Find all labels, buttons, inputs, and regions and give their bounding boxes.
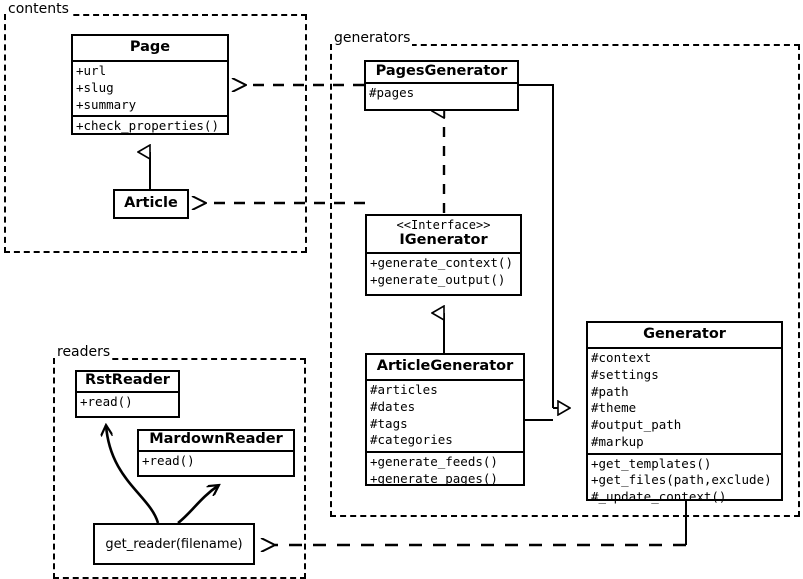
class-igenerator-title: <<Interface>> IGenerator bbox=[367, 216, 520, 252]
class-pages-generator-attributes: #pages bbox=[366, 82, 517, 104]
class-member: +get_templates() bbox=[591, 455, 712, 471]
class-generator-attributes: #context #settings #path #theme #output_… bbox=[588, 347, 781, 453]
class-rst-reader[interactable]: RstReader +read() bbox=[75, 370, 180, 418]
class-mardown-reader-title: MardownReader bbox=[149, 431, 283, 447]
class-member: +generate_pages() bbox=[370, 470, 498, 486]
class-member: #path bbox=[591, 383, 629, 399]
class-article[interactable]: Article bbox=[113, 189, 189, 219]
class-page-title: Page bbox=[129, 39, 171, 55]
package-label-contents: contents bbox=[6, 1, 71, 17]
class-rst-reader-title: RstReader bbox=[85, 372, 170, 388]
class-member: +check_properties() bbox=[76, 118, 219, 134]
class-member: #articles bbox=[370, 382, 438, 398]
class-igenerator-operations: +generate_context() +generate_output() bbox=[367, 252, 520, 291]
package-readers bbox=[53, 358, 306, 579]
class-member: #markup bbox=[591, 433, 644, 449]
class-generator[interactable]: Generator #context #settings #path #them… bbox=[586, 321, 783, 504]
class-pages-generator[interactable]: PagesGenerator #pages bbox=[364, 60, 519, 111]
class-member: #tags bbox=[370, 415, 408, 431]
class-member: #categories bbox=[370, 432, 453, 448]
function-get-reader-label: get_reader(filename) bbox=[105, 536, 243, 552]
class-mardown-reader[interactable]: MardownReader +read() bbox=[137, 429, 295, 477]
class-generator-operations: +get_templates() +get_files(path,exclude… bbox=[588, 452, 781, 508]
class-article-generator[interactable]: ArticleGenerator #articles #dates #tags … bbox=[365, 353, 525, 486]
function-get-reader[interactable]: get_reader(filename) bbox=[93, 523, 255, 565]
class-rst-reader-operations: +read() bbox=[77, 391, 178, 413]
class-mardown-reader-operations: +read() bbox=[139, 450, 293, 472]
class-member: +read() bbox=[80, 394, 133, 410]
class-member: +generate_feeds() bbox=[370, 454, 498, 470]
class-igenerator[interactable]: <<Interface>> IGenerator +generate_conte… bbox=[365, 214, 522, 296]
class-member: #dates bbox=[370, 398, 416, 414]
class-member: #theme bbox=[591, 400, 637, 416]
class-member: #settings bbox=[591, 366, 659, 382]
class-page-attributes: +url +slug +summary bbox=[73, 60, 227, 115]
class-member: +get_files(path,exclude) bbox=[591, 472, 772, 488]
class-member: +slug bbox=[76, 79, 114, 95]
class-member: #_update_context() bbox=[591, 489, 727, 505]
class-member: +read() bbox=[142, 453, 195, 469]
class-member: #context bbox=[591, 350, 652, 366]
class-article-generator-attributes: #articles #dates #tags #categories bbox=[367, 379, 523, 451]
class-member: +generate_context() bbox=[370, 255, 513, 271]
class-member: #output_path bbox=[591, 417, 682, 433]
package-contents bbox=[4, 14, 307, 253]
class-article-generator-operations: +generate_feeds() +generate_pages() bbox=[367, 451, 523, 490]
class-member: +generate_output() bbox=[370, 271, 506, 287]
class-page-operations: +check_properties() bbox=[73, 115, 227, 137]
class-article-title: Article bbox=[124, 195, 178, 212]
class-igenerator-name: IGenerator bbox=[399, 231, 488, 248]
class-page[interactable]: Page +url +slug +summary +check_properti… bbox=[71, 34, 229, 135]
class-article-generator-title: ArticleGenerator bbox=[376, 358, 514, 374]
class-igenerator-stereotype: <<Interface>> bbox=[396, 218, 491, 232]
class-member: +summary bbox=[76, 96, 137, 112]
class-member: #pages bbox=[369, 85, 415, 101]
package-label-generators: generators bbox=[332, 30, 413, 46]
class-generator-title: Generator bbox=[643, 326, 726, 342]
package-generators bbox=[330, 44, 800, 517]
package-label-readers: readers bbox=[55, 344, 113, 360]
class-pages-generator-title: PagesGenerator bbox=[375, 63, 508, 79]
class-member: +url bbox=[76, 63, 107, 79]
